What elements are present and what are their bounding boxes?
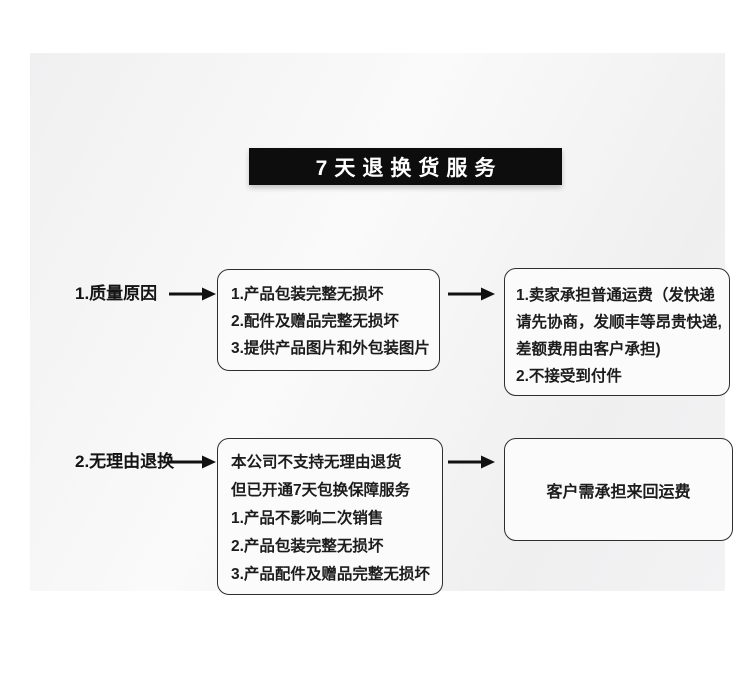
arrow-right-icon bbox=[448, 455, 495, 469]
page-title: 7天退换货服务 bbox=[315, 156, 503, 180]
row1-result-box: 1.卖家承担普通运费（发快递 请先协商，发顺丰等昂贵快递, 差额费用由客户承担)… bbox=[504, 268, 730, 396]
condition-line: 3.提供产品图片和外包装图片 bbox=[231, 340, 430, 357]
condition-line: 2.产品包装完整无损坏 bbox=[231, 538, 384, 555]
condition-line: 2.配件及赠品完整无损坏 bbox=[231, 313, 399, 330]
condition-line: 1.产品不影响二次销售 bbox=[231, 510, 384, 527]
result-line: 请先协商，发顺丰等昂贵快递, bbox=[516, 314, 722, 331]
arrow-right-icon bbox=[169, 287, 216, 301]
result-line: 差额费用由客户承担) bbox=[516, 341, 661, 358]
arrow-right-icon bbox=[448, 287, 495, 301]
condition-line: 本公司不支持无理由退货 bbox=[231, 454, 402, 471]
condition-line: 1.产品包装完整无损坏 bbox=[231, 286, 384, 303]
row1-conditions-box: 1.产品包装完整无损坏 2.配件及赠品完整无损坏 3.提供产品图片和外包装图片 bbox=[217, 269, 440, 371]
result-line: 客户需承担来回运费 bbox=[546, 483, 691, 501]
result-line: 2.不接受到付件 bbox=[516, 368, 622, 385]
title-banner: 7天退换货服务 bbox=[249, 148, 562, 185]
row1-label-quality-reason: 1.质量原因 bbox=[75, 284, 158, 303]
arrow-right-icon bbox=[169, 455, 216, 469]
row2-conditions-box: 本公司不支持无理由退货 但已开通7天包换保障服务 1.产品不影响二次销售 2.产… bbox=[217, 438, 443, 595]
row2-label-no-reason-return: 2.无理由退换 bbox=[75, 452, 175, 471]
condition-line: 3.产品配件及赠品完整无损坏 bbox=[231, 566, 430, 583]
condition-line: 但已开通7天包换保障服务 bbox=[231, 482, 411, 499]
policy-card: 7天退换货服务 1.质量原因 1.产品包装完整无损坏 2.配件及赠品完整无损坏 … bbox=[30, 53, 733, 595]
result-line: 1.卖家承担普通运费（发快递 bbox=[516, 287, 715, 304]
row2-result-box: 客户需承担来回运费 bbox=[504, 438, 733, 541]
